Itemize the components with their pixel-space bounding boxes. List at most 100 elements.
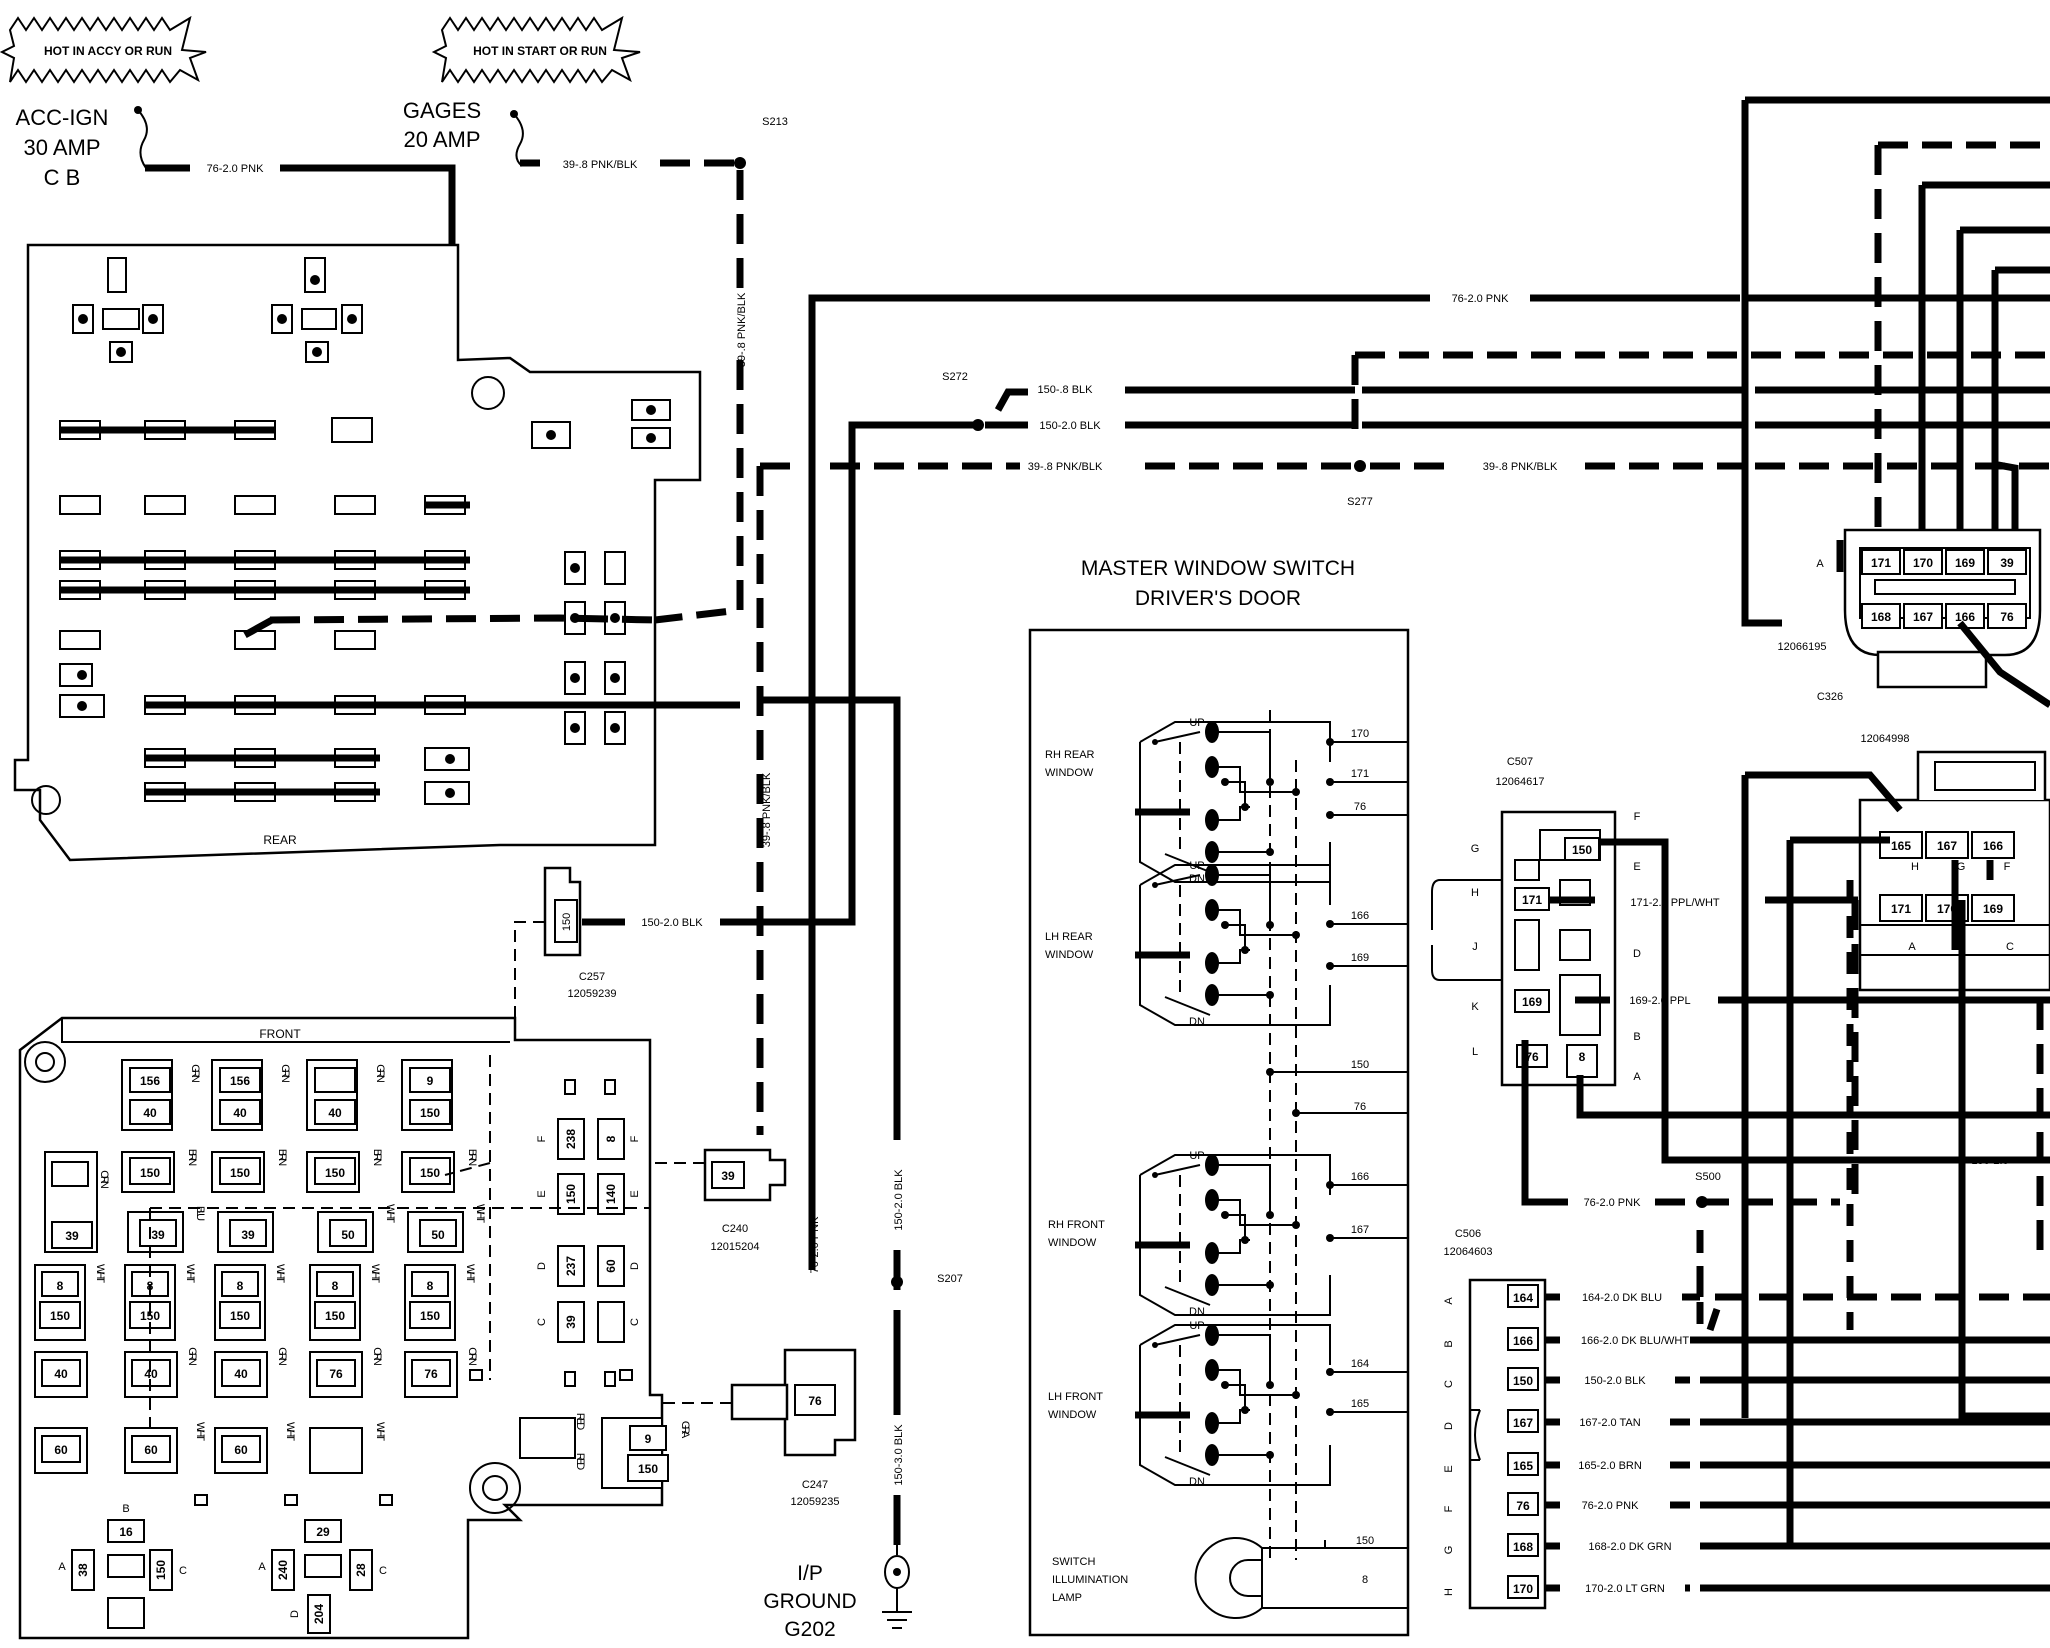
rear-fuse-block: REAR (13, 243, 740, 862)
bl-relay-pin-b: B (122, 1503, 129, 1515)
rear-label: REAR (263, 833, 297, 847)
c506-cavity-0: 164 (1513, 1291, 1533, 1305)
fuse-r3-left-code-text: O R N (98, 1170, 110, 1189)
fuse-r5-code-2: O R N (371, 1347, 383, 1366)
c506-pin-0: A (1443, 1297, 1455, 1305)
switch-section-name-0: RH REAR (1045, 749, 1095, 761)
gages-breaker: GAGES 20 AMP (403, 98, 524, 167)
lamp-name-2: ILLUMINATION (1052, 1574, 1128, 1586)
c326-top-0: 171 (1871, 556, 1891, 570)
switch-section-name-1: LH REAR (1045, 931, 1093, 943)
switch-mid-76: 76 (1354, 1101, 1366, 1113)
c507-cavity-1: 171 (1522, 893, 1542, 907)
wire-c506-label-4: 165-2.0 BRN (1578, 1460, 1642, 1472)
c506-pin-4: E (1443, 1465, 1455, 1472)
fuse-r4-code-4: W H T (464, 1264, 476, 1283)
c507-left-pin-2: J (1472, 941, 1478, 953)
c326-top-1: 170 (1913, 556, 1933, 570)
fuse-r5-2: 40 (234, 1367, 248, 1381)
wire-c506-label-5: 76-2.0 PNK (1582, 1500, 1640, 1512)
switch-up-1: UP (1189, 860, 1204, 872)
c506-cavity-7: 170 (1513, 1582, 1533, 1596)
relay-right-top: 9 (645, 1432, 652, 1446)
fuse-r6-code-1: W H T (284, 1422, 296, 1441)
c506-cavity-2: 150 (1513, 1374, 1533, 1388)
fuse-r6-code-0-text: W H T (194, 1422, 206, 1441)
fuse-r1-a-bot: 40 (143, 1106, 157, 1120)
mid-fuse-l-3: 39 (564, 1315, 578, 1329)
fuse-r4-top-3: 8 (332, 1279, 339, 1293)
fuse-r3-1: 39 (151, 1228, 165, 1242)
c507-name: C507 (1507, 756, 1533, 768)
c-right-top-pin-1: G (1957, 861, 1966, 873)
fuse-r3-3: 50 (341, 1228, 355, 1242)
relay-right-bot: 150 (638, 1462, 658, 1476)
fuse-r5-code-1: G R N (276, 1347, 288, 1366)
c506-cavity-1: 166 (1513, 1334, 1533, 1348)
mid-fuse-l-1: 150 (564, 1184, 578, 1204)
ground-g202: I/P GROUND G202 (763, 1545, 912, 1641)
gages-amp: 20 AMP (403, 127, 480, 152)
fuse-r4-code-1: W H T (184, 1264, 196, 1283)
fuse-r2-code-3: B R N (466, 1149, 478, 1166)
c507-right-pin-3: B (1633, 1031, 1640, 1043)
c-right-bot-pin-c: C (2006, 941, 2014, 953)
wire-c506-label-2: 150-2.0 BLK (1584, 1375, 1646, 1387)
mid-fuse-r-1: 140 (604, 1184, 618, 1204)
fuse-r1-d-top: 9 (427, 1074, 434, 1088)
mid-fuse-r-2: 60 (604, 1259, 618, 1273)
splice-s213-label: S213 (762, 116, 788, 128)
fuse-r5-4: 76 (424, 1367, 438, 1381)
fuse-r6-2: 60 (234, 1443, 248, 1457)
fuse-r2-code-0: B R N (186, 1149, 198, 1166)
switch-circuit-3-0: 164 (1351, 1358, 1369, 1370)
bm-relay-top: 29 (316, 1525, 330, 1539)
c507-left-pin-3: K (1471, 1001, 1479, 1013)
fuse-r5-0: 40 (54, 1367, 68, 1381)
fuse-r4-code-0-text: W H T (94, 1264, 106, 1283)
wire-76-c507-label: 76-2.0 PNK (1584, 1197, 1642, 1209)
c507-right-pin-0: F (1634, 811, 1641, 823)
hot-label-start-text: HOT IN START OR RUN (473, 44, 607, 58)
switch-dn-3: DN (1189, 1476, 1205, 1488)
c506-pin-5: F (1443, 1505, 1455, 1512)
wire-39-pnk-blk-label-a: 39-.8 PNK/BLK (563, 159, 638, 171)
mid-letter-l-0: F (536, 1135, 548, 1142)
splice-s213-dot (734, 157, 746, 169)
fuse-r6-1: 60 (144, 1443, 158, 1457)
fuse-r1-code-c-text: G R N (374, 1064, 386, 1083)
c-right-top-1: 167 (1937, 839, 1957, 853)
switch-up-0: UP (1189, 717, 1204, 729)
lamp-circuit-8: 8 (1362, 1574, 1368, 1586)
fuse-r4-bot-0: 150 (50, 1309, 70, 1323)
c507-right-pin-2: D (1633, 948, 1641, 960)
c-right-bot-2: 169 (1983, 902, 2003, 916)
splice-s272-label: S272 (942, 371, 968, 383)
fuse-r5-code-0: G R N (186, 1347, 198, 1366)
c506-pin-7: H (1443, 1588, 1455, 1596)
c-right-bot-0: 171 (1891, 902, 1911, 916)
ground-label: GROUND (763, 1590, 856, 1613)
fuse-r4-top-2: 8 (237, 1279, 244, 1293)
fuse-r1-d-bot: 150 (420, 1106, 440, 1120)
c507-left-pin-0: G (1471, 843, 1480, 855)
fuse-r4-code-0: W H T (94, 1264, 106, 1283)
c240-name: C240 (722, 1223, 748, 1235)
fuse-r4-top-0: 8 (57, 1279, 64, 1293)
switch-dn-2: DN (1189, 1306, 1205, 1318)
relay-right-code-text: G R A (679, 1421, 691, 1439)
bm-relay-left: 240 (276, 1560, 290, 1580)
c507-cavity-4: 8 (1579, 1050, 1586, 1064)
c326-bot-1: 167 (1913, 610, 1933, 624)
fuse-r1-c-bot: 40 (328, 1106, 342, 1120)
fuse-r4-code-2-text: W H T (274, 1264, 286, 1283)
splice-s500-dot (1696, 1196, 1708, 1208)
c506-cavity-3: 167 (1513, 1416, 1533, 1430)
fuse-r1-a-top: 156 (140, 1074, 160, 1088)
mid-letter-r-2: D (629, 1262, 641, 1270)
